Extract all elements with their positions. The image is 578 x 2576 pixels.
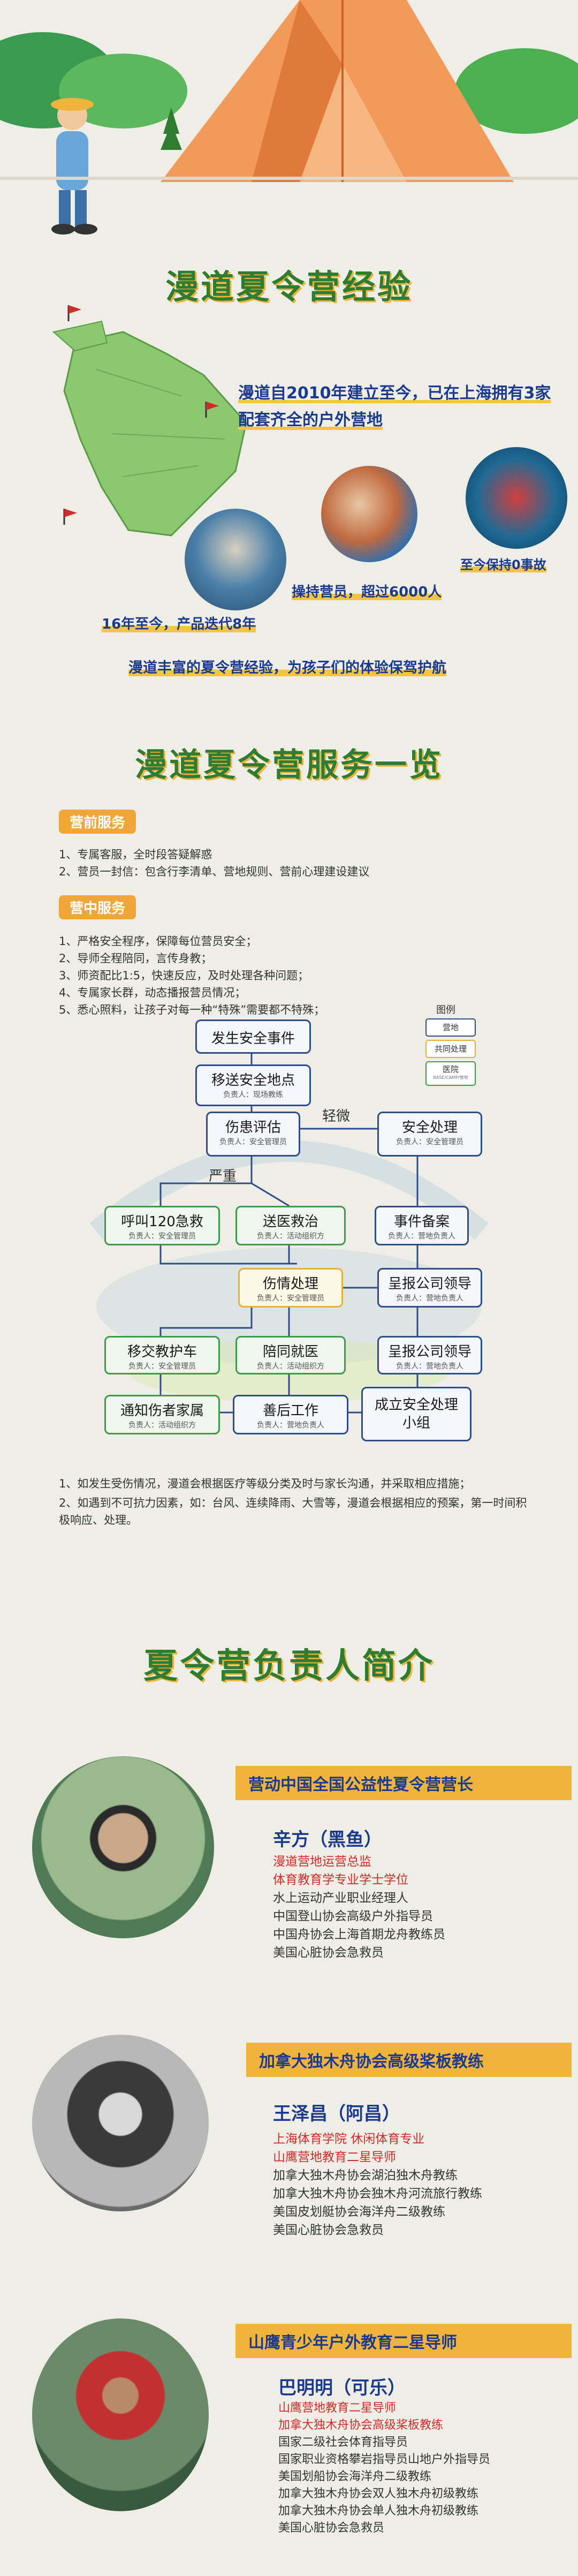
detail-line: 国家二级社会体育指导员 — [278, 2436, 408, 2449]
flag-icon — [67, 305, 81, 321]
detail-line: 美国心脏协会急救员 — [278, 2521, 385, 2535]
notes: 1、如发生受伤情况，漫道会根据医疗等级分类及时与家长沟通，并采取相应措施； 2、… — [59, 1475, 530, 1529]
stat-safety: 至今保持0事故 — [460, 557, 546, 572]
detail-line: 加拿大独木舟协会单人独木舟初级教练 — [278, 2504, 479, 2518]
leader-2-ribbon: 加拿大独木舟协会高级桨板教练 — [246, 2043, 572, 2077]
leader-2-photo — [32, 2035, 209, 2211]
leader-1-details: 漫道营地运营总监 体育教育学专业学士学位 水上运动产业职业经理人 中国登山协会高… — [273, 1853, 551, 1962]
list-item: 2、营员一封信：包含行李清单、营地规则、营前心理建设建议 — [59, 865, 370, 878]
legend-camp: 营地 — [425, 1018, 476, 1037]
leader-3-details: 山鹰营地教育二星导师 加拿大独木舟协会高级桨板教练 国家二级社会体育指导员 国家… — [278, 2400, 567, 2537]
header-illustration — [0, 0, 578, 246]
detail-line: 水上运动产业职业经理人 — [273, 1891, 408, 1905]
flag-icon — [205, 402, 219, 418]
label-severe: 严重 — [209, 1168, 237, 1184]
flow-node-call-120: 呼叫120急救负责人：安全管理员 — [104, 1206, 220, 1245]
mid-service-list: 1、严格安全程序，保障每位营员安全； 2、导师全程陪同，言传身教； 3、师资配比… — [59, 933, 541, 1018]
list-item: 5、悉心照料，让孩子对每一种“特殊”需要都不特殊； — [59, 1003, 325, 1016]
detail-line: 美国心脏协会急救员 — [273, 1946, 384, 1960]
legend-hospital: 医院 BASE/CAMP/营地 — [425, 1061, 476, 1086]
leader-3-name: 巴明明（可乐） — [278, 2377, 406, 2399]
flow-node-record: 事件备案负责人：营地负责人 — [375, 1206, 469, 1245]
detail-line: 山鹰营地教育二星导师 — [278, 2401, 397, 2415]
hiker-figure — [51, 98, 97, 235]
stat-years: 16年至今，产品迭代8年 — [102, 616, 256, 632]
pre-service-list: 1、专属客服，全时段答疑解惑 2、营员一封信：包含行李清单、营地规则、营前心理建… — [59, 846, 541, 880]
legend-joint: 共同处理 — [425, 1040, 476, 1058]
leader-1-ribbon: 营动中国全国公益性夏令营营长 — [235, 1766, 572, 1800]
stat-staff: 操持营员，超过6000人 — [292, 584, 442, 600]
intro-line-2: 漫道丰富的夏令营经验，为孩子们的体验保驾护航 — [128, 660, 446, 676]
flow-node-safety-handling: 安全处理负责人：安全管理员 — [377, 1112, 482, 1157]
flow-node-injury-handling: 伤情处理负责人：安全管理员 — [238, 1268, 343, 1308]
flow-node-report-1: 呈报公司领导负责人：营地负责人 — [377, 1268, 482, 1308]
flow-node-move-safe: 移送安全地点负责人：现场教练 — [195, 1064, 311, 1106]
flow-node-ambulance: 移交教护车负责人：安全管理员 — [104, 1336, 220, 1374]
detail-line: 山鹰营地教育二星导师 — [273, 2150, 396, 2164]
flow-node-accompany: 陪同就医负责人：活动组织方 — [235, 1336, 346, 1374]
flowchart: 图例 营地 共同处理 医院 BASE/CAMP/营地 发生安全事件 移送安全地点… — [0, 1004, 578, 1553]
list-item: 4、专属家长群，动态播报营员情况； — [59, 986, 246, 999]
flow-node-aftermath: 善后工作负责人：营地负责人 — [233, 1395, 348, 1434]
leaders-title: 夏令营负责人简介 — [143, 1646, 435, 1686]
flow-node-report-2: 呈报公司领导负责人：营地负责人 — [377, 1336, 482, 1374]
flow-node-hospital: 送医救治负责人：活动组织方 — [235, 1206, 346, 1245]
legend-title: 图例 — [436, 1004, 455, 1016]
flow-node-notify-family: 通知伤者家属负责人：活动组织方 — [104, 1395, 220, 1434]
list-item: 1、严格安全程序，保障每位营员安全； — [59, 935, 257, 948]
leader-3-ribbon: 山鹰青少年户外教育二星导师 — [235, 2324, 572, 2358]
flow-node-assessment: 伤患评估负责人：安全管理员 — [206, 1112, 300, 1157]
flow-node-incident: 发生安全事件 — [195, 1019, 311, 1054]
photo-kayak-group — [466, 447, 567, 549]
detail-line: 中国登山协会高级户外指导员 — [273, 1909, 433, 1923]
note-2: 2、如遇到不可抗力因素，如：台风、连续降雨、大雪等，漫道会根据相应的预案，第一时… — [59, 1497, 527, 1527]
flag-icon — [63, 509, 77, 525]
mid-service-label: 营中服务 — [59, 895, 136, 919]
leader-2-name: 王泽昌（阿昌） — [273, 2103, 400, 2125]
leader-1-name: 辛方（黑鱼） — [273, 1829, 382, 1850]
shanghai-map — [43, 300, 268, 557]
label-light: 轻微 — [322, 1108, 351, 1124]
detail-line: 美国皮划艇协会海洋舟二级教练 — [273, 2205, 445, 2219]
detail-line: 加拿大独木舟协会高级桨板教练 — [278, 2419, 444, 2432]
leader-2-details: 上海体育学院 休闲体育专业 山鹰营地教育二星导师 加拿大独木舟协会湖泊独木舟教练… — [273, 2130, 562, 2239]
detail-line: 体育教育学专业学士学位 — [273, 1873, 408, 1887]
detail-line: 美国心脏协会急救员 — [273, 2223, 384, 2237]
list-item: 3、师资配比1:5，快速反应，及时处理各种问题； — [59, 969, 309, 982]
detail-line: 上海体育学院 休闲体育专业 — [273, 2132, 425, 2146]
detail-line: 加拿大独木舟协会双人独木舟初级教练 — [278, 2487, 479, 2501]
list-item: 2、导师全程陪同，言传身教； — [59, 952, 212, 965]
leader-3-photo — [32, 2318, 209, 2511]
photo-paddle-water — [185, 509, 286, 610]
detail-line: 中国舟协会上海首期龙舟教练员 — [273, 1928, 445, 1942]
page-title: 漫道夏令营经验 — [165, 267, 413, 306]
list-item: 1、专属客服，全时段答疑解惑 — [59, 848, 212, 861]
flow-node-safety-team: 成立安全处理小组 — [361, 1387, 471, 1441]
pre-service-label: 营前服务 — [59, 810, 136, 834]
intro-line-1: 漫道自2010年建立至今，已在上海拥有3家配套齐全的户外营地 — [238, 384, 551, 429]
photo-kids-boat — [321, 466, 417, 562]
detail-line: 加拿大独木舟协会湖泊独木舟教练 — [273, 2169, 458, 2182]
note-1: 1、如发生受伤情况，漫道会根据医疗等级分类及时与家长沟通，并采取相应措施； — [59, 1477, 471, 1490]
detail-line: 漫道营地运营总监 — [273, 1855, 371, 1869]
services-title: 漫道夏令营服务一览 — [135, 746, 443, 784]
camp-scene-illustration — [0, 0, 578, 235]
detail-line: 美国划船协会海洋舟二级教练 — [278, 2470, 432, 2483]
detail-line: 加拿大独木舟协会独木舟河流旅行教练 — [273, 2187, 482, 2201]
leader-1-photo — [32, 1756, 214, 1938]
detail-line: 国家职业资格攀岩指导员山地户外指导员 — [278, 2453, 491, 2466]
